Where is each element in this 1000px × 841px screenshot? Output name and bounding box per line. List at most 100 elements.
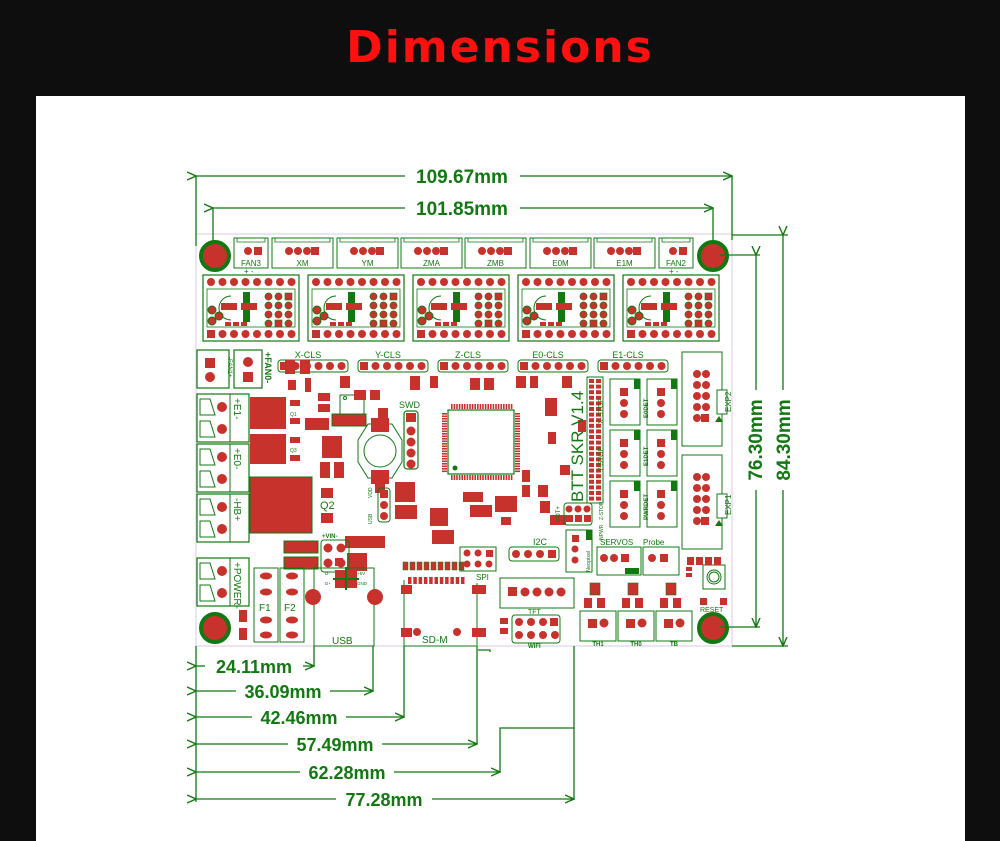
exp2-header: EXP2 [681, 351, 733, 447]
q1-label: Q1 [290, 412, 297, 418]
connector-xm: XM [271, 237, 334, 269]
usb-label: USB [332, 636, 353, 647]
wifi-header: WIFI [500, 614, 561, 650]
connector-fan3: FAN3+ - [233, 237, 269, 276]
passive-components [239, 360, 586, 640]
npwr-label: NPWR [599, 524, 605, 540]
dim-label-hole-spacing-x: 101.85mm [416, 199, 508, 220]
endstop-connector [646, 429, 678, 477]
thermistor-connector-th0: TH0 [617, 582, 655, 648]
fuse-f2-label: F2 [284, 603, 296, 614]
mounting-hole-top-right [697, 240, 729, 272]
y-stop-label: Y-STOP [598, 446, 605, 472]
dim-label-overall-height: 84.30mm [774, 399, 795, 480]
driver-socket [622, 274, 720, 342]
cls-header-y-cls: Y-CLS [357, 350, 429, 373]
left-terminal-blocks: +FAN0- -FAN1+ +E1-+E0--HB++POWER- [196, 349, 273, 609]
inductor [357, 418, 403, 484]
exp2-label: EXP2 [724, 391, 733, 412]
pwrdet-label: PWRDET [644, 494, 650, 520]
usb-pin-dminus: D- [325, 571, 330, 576]
connector-label: ZMB [487, 259, 504, 268]
connector-label: E0M [552, 259, 569, 268]
mounting-holes [199, 240, 729, 644]
connector-e0m: E0M [529, 237, 592, 269]
usb-pin-gnd: GND [357, 581, 368, 586]
cls-label: E0-CLS [532, 350, 564, 360]
vot-header: VOT+ [556, 502, 593, 526]
mounting-hole-top-left [199, 240, 231, 272]
polarity-label: + - [244, 267, 254, 276]
endstop-pin-column [586, 376, 604, 504]
cls-label: X-CLS [295, 350, 322, 360]
terminal-label: +POWER- [231, 562, 242, 609]
reset-label: RESET [700, 607, 724, 614]
swd-label: SWD [399, 400, 420, 410]
connector-label: ZMA [423, 259, 441, 268]
power-select-jumper: VDD USB [368, 487, 391, 524]
neopixel-label: Neopixel [586, 551, 592, 572]
thermistor-connector-th1: TH1 [579, 582, 617, 648]
driver-sockets [202, 274, 720, 342]
connector-label: E1M [616, 259, 633, 268]
wifi-label: WIFI [528, 644, 541, 650]
usb-pin-dplus: D+ [325, 581, 331, 586]
fuses: F1 F2 [253, 567, 305, 643]
sd-label: SD-M [422, 635, 448, 646]
driver-socket [412, 274, 510, 342]
endstop-connector [646, 378, 678, 426]
thermistor-label: TH1 [592, 642, 604, 648]
dim-label-hole-spacing-y: 76.30mm [746, 399, 767, 480]
spi-label: SPI [476, 573, 489, 582]
mounting-hole-bottom-right [697, 612, 729, 644]
i2c-label: I2C [533, 537, 548, 547]
connector-zmb: ZMB [464, 237, 527, 269]
endstop-connectors [609, 378, 678, 528]
terminal-block: -HB+ [196, 493, 250, 543]
vin-header: +VIN- [320, 534, 350, 573]
mcu-chip [442, 404, 520, 480]
terminal-block: +E0- [196, 443, 250, 493]
sd-card-slot: SD-M [401, 561, 486, 647]
connector-ym: YM [336, 237, 399, 269]
connector-zma: ZMA [400, 237, 463, 269]
cls-headers: X-CLS Y-CLS Z-CLS E0-CLS E1-CLS [277, 350, 669, 373]
q2-label: Q2 [320, 500, 335, 512]
cls-header-z-cls: Z-CLS [437, 350, 509, 373]
terminal-label: -HB+ [231, 498, 242, 521]
board-name-label: BTT SKR V1.4 [568, 391, 587, 502]
fuse-f1-label: F1 [259, 603, 271, 614]
usb-power-label: USB [368, 513, 374, 524]
connector-e1m: E1M [593, 237, 656, 269]
probe-connector: Probe [642, 538, 680, 576]
i2c-header: I2C [508, 537, 560, 562]
terminal-block: +E1- [196, 393, 250, 443]
usb-connector: D- +5V D+ GND USB [305, 567, 383, 647]
usb-pin-5v: +5V [357, 571, 365, 576]
thermistor-connector-tb: TB [655, 582, 693, 648]
driver-socket [307, 274, 405, 342]
cls-label: E1-CLS [612, 350, 644, 360]
dim-label-36-09: 36.09mm [244, 682, 321, 702]
terminal-label: +E1- [231, 398, 242, 419]
driver-socket [202, 274, 300, 342]
servos-label: SERVOS [600, 538, 633, 547]
swd-header: SWD [399, 400, 420, 470]
page-title: Dimensions [346, 22, 654, 73]
tft-label: TFT [528, 609, 542, 616]
cls-label: Z-CLS [455, 350, 481, 360]
probe-label: Probe [643, 538, 665, 547]
polarity-label: + - [669, 267, 679, 276]
dim-label-24-11: 24.11mm [216, 657, 292, 677]
e0det-label: E0DET [644, 398, 650, 418]
mosfets: Q1 Q3 Q2 [249, 397, 335, 534]
exp1-header: EXP1 [681, 454, 733, 550]
driver-socket [517, 274, 615, 342]
mounting-hole-bottom-left [199, 612, 231, 644]
vdd-label: VDD [368, 487, 374, 498]
exp1-label: EXP1 [724, 494, 733, 515]
q3-label: Q3 [290, 448, 297, 454]
